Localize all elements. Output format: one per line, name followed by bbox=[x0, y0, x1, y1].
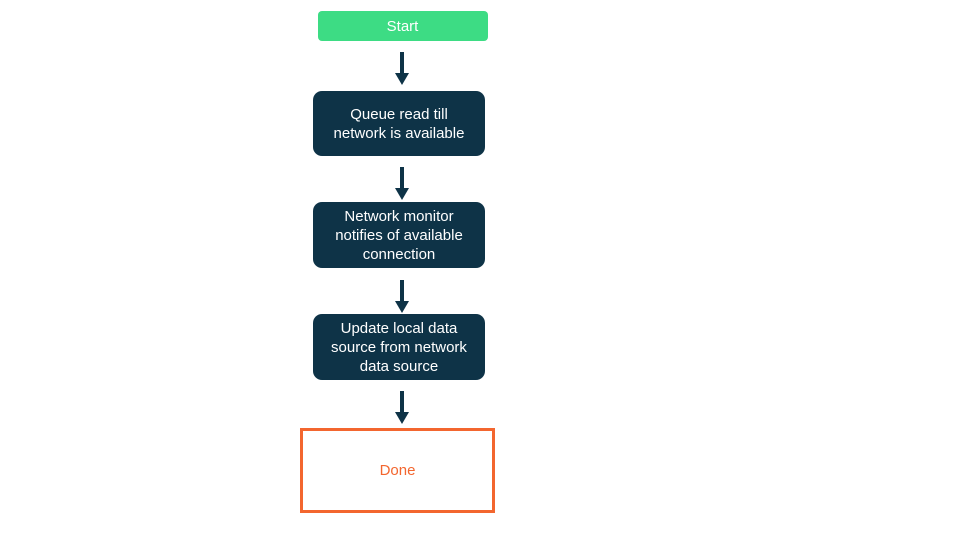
flow-node-start-label: Start bbox=[386, 17, 419, 35]
arrow-down-connector bbox=[394, 280, 409, 313]
arrow-down-icon bbox=[394, 412, 409, 424]
arrow-down-icon bbox=[394, 188, 409, 200]
arrow-down-connector bbox=[394, 167, 409, 200]
arrow-down-icon bbox=[394, 73, 409, 85]
flow-node-queue-read: Queue read till network is available bbox=[313, 91, 485, 156]
flow-node-update-local-data: Update local data source from network da… bbox=[313, 314, 485, 380]
arrow-down-connector bbox=[394, 391, 409, 424]
arrow-shaft bbox=[399, 167, 404, 188]
flow-node-update-local-data-label: Update local data source from network da… bbox=[331, 319, 467, 375]
flow-node-done: Done bbox=[300, 428, 495, 513]
arrow-shaft bbox=[399, 391, 404, 412]
arrow-shaft bbox=[399, 52, 404, 73]
flowchart: Start Queue read till network is availab… bbox=[300, 11, 495, 513]
flow-node-network-monitor: Network monitor notifies of available co… bbox=[313, 202, 485, 268]
flow-node-done-label: Done bbox=[379, 462, 416, 479]
flow-node-queue-read-label: Queue read till network is available bbox=[333, 105, 465, 142]
flow-node-network-monitor-label: Network monitor notifies of available co… bbox=[335, 207, 463, 263]
arrow-down-connector bbox=[394, 52, 409, 85]
arrow-down-icon bbox=[394, 301, 409, 313]
flow-node-start: Start bbox=[317, 11, 488, 41]
arrow-shaft bbox=[399, 280, 404, 301]
